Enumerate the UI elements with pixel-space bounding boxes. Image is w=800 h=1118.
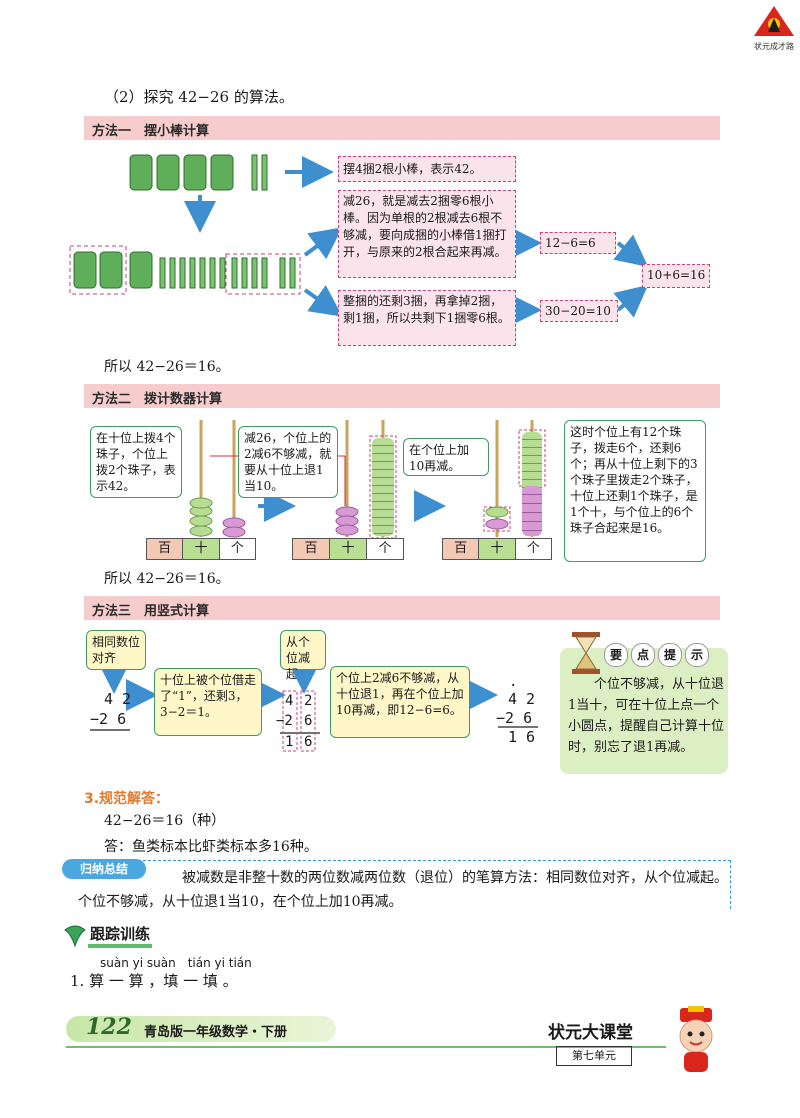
abacus-2 [335, 420, 385, 537]
method1-conclusion: 所以 42−26＝16。 [104, 359, 230, 375]
place-value-row-2: 百 十 个 [292, 538, 404, 560]
tag-align: 相同数位对齐 [86, 630, 146, 670]
logo-text: 状元成才路 [754, 42, 794, 51]
method2-band [84, 384, 720, 408]
method3-box-ones: 个位上2减6不够减，从十位退1，再在个位上加10再减，即12−6=6。 [330, 666, 470, 738]
place-hundreds: 百 [293, 539, 330, 559]
calc2-top-ones: 2 [304, 693, 313, 709]
method1-band [84, 116, 720, 140]
place-ones: 个 [515, 539, 551, 559]
abacus-bubble-1: 在十位上拨4个珠子，个位上拨2个珠子，表示42。 [90, 426, 182, 498]
calc2-top-tens: 4 [285, 693, 294, 709]
method2-title: 方法二 拨计数器计算 [92, 392, 223, 407]
place-value-row-3: 百 十 个 [442, 538, 552, 560]
abacus-bubble-3: 在个位上加10再减。 [403, 438, 489, 476]
calc1-top: 4 2 [104, 690, 132, 708]
mascot-icon [679, 1006, 713, 1072]
hourglass-icon [572, 632, 600, 674]
calc2-result-tens: 1 [285, 734, 294, 750]
tips-text: 个位不够减，从十位退1当十，可在十位上点一个小圆点，提醒自己计算十位时，别忘了退… [568, 677, 725, 755]
calc3-dot: · [509, 678, 518, 694]
calc3-bottom: −2 6 [496, 709, 533, 727]
logo-icon [754, 6, 794, 36]
method2-conclusion: 所以 42−26＝16。 [104, 571, 230, 587]
abacus-2-ones-beads [372, 438, 394, 536]
place-hundreds: 百 [443, 539, 480, 559]
calc2-result-ones: 6 [304, 734, 313, 750]
practice-badge: 跟踪训练 [88, 923, 153, 948]
abacus-3-remaining-beads [522, 486, 542, 536]
unit-label: 第七单元 [556, 1046, 632, 1066]
method1-box-represent: 摆4捆2根小棒，表示42。 [338, 156, 516, 182]
section-heading: （2）探究 42−26 的算法。 [104, 88, 294, 106]
brand-name: 状元大课堂 [548, 1023, 633, 1043]
calc1-bottom: −2 6 [90, 710, 127, 728]
corner-logo: 状元成才路 [750, 4, 798, 51]
abacus-1 [189, 420, 246, 538]
place-hundreds: 百 [147, 539, 184, 559]
abacus-bubble-2: 减26，个位上的2减6不够减，就要从十位上退1当10。 [238, 426, 338, 498]
stick-bundles-42 [129, 154, 268, 191]
practice-pinyin: suàn yi suàn tián yi tián [100, 956, 252, 970]
place-tens: 十 [479, 539, 516, 559]
answer-heading: 3.规范解答： [84, 791, 170, 807]
method1-box-explain: 减26，就是减去2捆零6根小棒。因为单根的2根减去6根不够减，要向成捆的小棒借1… [338, 190, 516, 278]
calc2-bottom-tens: −2 [276, 713, 293, 729]
method1-title: 方法一 摆小棒计算 [92, 124, 210, 139]
practice-question: 1. 算 一 算 ，填 一 填 。 [70, 972, 238, 990]
calc3-top: 4 2 [508, 690, 536, 708]
stick-bundles-split [69, 245, 301, 295]
page-number: 122 [86, 1014, 132, 1040]
place-tens: 十 [183, 539, 220, 559]
calc3-result: 1 6 [508, 728, 536, 746]
tips-char: 点 [631, 643, 655, 667]
tips-char: 要 [604, 643, 628, 667]
answer-equation: 42−26＝16（种） [104, 813, 226, 829]
method3-band [84, 596, 720, 620]
practice-header: 跟踪训练 [62, 922, 153, 948]
tips-char: 示 [685, 643, 709, 667]
footer-bar [66, 1016, 336, 1042]
method1-eq3: 10+6=16 [642, 264, 710, 288]
method1-eq2: 30−20=10 [540, 300, 618, 322]
place-ones: 个 [367, 539, 403, 559]
summary-badge: 归纳总结 [62, 859, 146, 879]
method3-title: 方法三 用竖式计算 [92, 604, 210, 619]
place-value-row-1: 百 十 个 [146, 538, 256, 560]
abacus-bubble-4: 这时个位上有12个珠子，拨走6个，还剩6个；再从十位上剩下的3个珠子里拨走2个珠… [564, 420, 706, 562]
practice-icon [64, 925, 86, 948]
book-title: 青岛版一年级数学・下册 [144, 1025, 288, 1040]
place-ones: 个 [219, 539, 255, 559]
tips-title: 要 点 提 示 [604, 643, 709, 667]
summary-box [78, 860, 731, 909]
calc2-bottom-ones: 6 [304, 713, 313, 729]
method3-box-tens: 十位上被个位借走了“1”，还剩3，3−2＝1。 [154, 668, 262, 736]
summary-text: 被减数是非整十数的两位数减两位数（退位）的笔算方法：相同数位对齐，从个位减起。个… [78, 870, 728, 910]
place-tens: 十 [330, 539, 367, 559]
method1-eq1: 12−6=6 [540, 232, 616, 254]
answer-sentence: 答：鱼类标本比虾类标本多16种。 [104, 839, 318, 855]
method1-box-remain: 整捆的还剩3捆，再拿掉2捆，剩1捆，所以共剩下1捆零6根。 [338, 290, 516, 346]
footer-line [66, 1046, 666, 1048]
tips-char: 提 [658, 643, 682, 667]
